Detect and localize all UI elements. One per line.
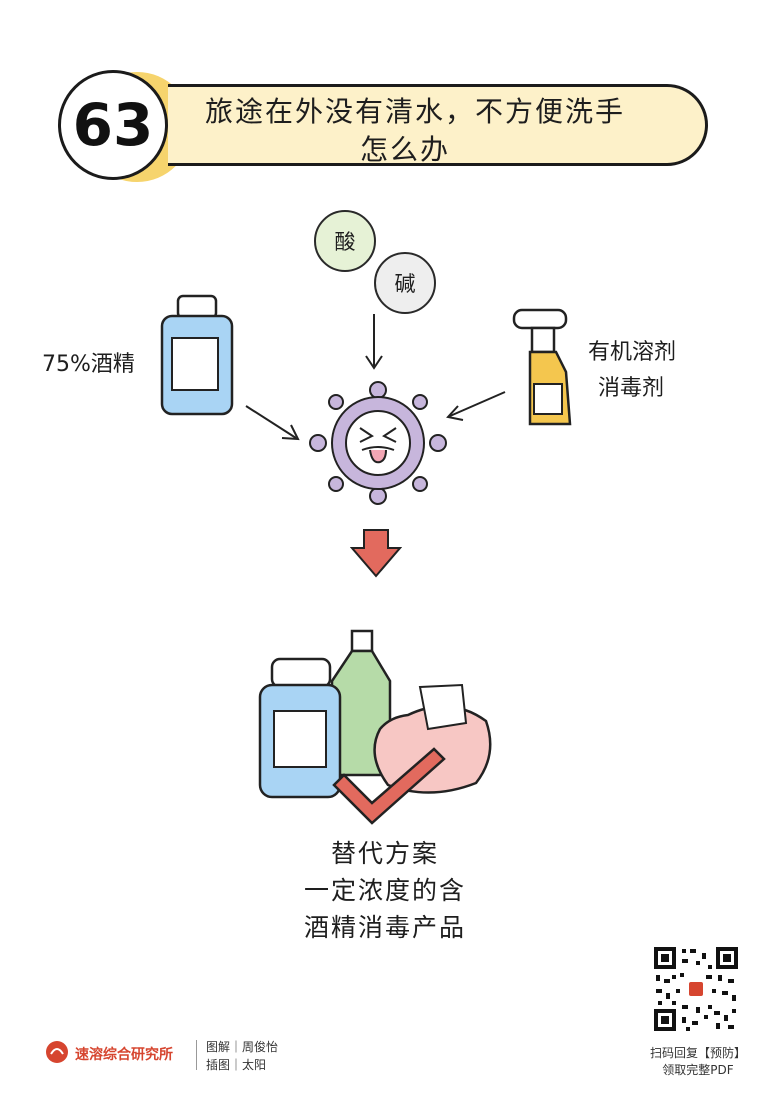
solvent-label-line1: 有机溶剂 (588, 340, 677, 365)
footer-divider (196, 1040, 197, 1070)
number-circle (58, 70, 168, 180)
caption-line1: 替代方案 (330, 839, 439, 868)
arrow-right-head-icon (446, 405, 464, 421)
result-arrow-icon (350, 529, 402, 578)
brand-logo-icon (46, 1041, 68, 1063)
qr-code-icon[interactable] (652, 945, 740, 1033)
arrow-right-icon (449, 391, 506, 417)
spray-bottle-icon (512, 308, 572, 426)
virus-icon (309, 381, 447, 505)
brand-name: 速溶综合研究所 (75, 1047, 173, 1063)
alcohol-label: 75%酒精 (42, 352, 135, 377)
base-label: 碱 (394, 272, 416, 296)
caption-line2: 一定浓度的含 (303, 876, 466, 905)
page-title-line1: 旅途在外没有清水，不方便洗手 (205, 95, 626, 128)
qr-instruction-line1: 扫码回复【预防】 (649, 1046, 746, 1060)
arrows-layer (245, 314, 506, 441)
solvent-label-line2: 消毒剂 (598, 376, 665, 401)
arrow-top-head-icon (365, 355, 383, 370)
acid-bubble: 酸 (314, 210, 376, 272)
credit-illustration: 图解｜周俊怡 (206, 1040, 279, 1054)
base-bubble: 碱 (374, 252, 436, 314)
credit-drawing: 插图｜太阳 (206, 1058, 267, 1072)
solution-caption: 替代方案 一定浓度的含 酒精消毒产品 (250, 835, 520, 946)
page-title-line2: 怎么办 (360, 133, 451, 166)
title-banner (168, 84, 708, 166)
caption-line3: 酒精消毒产品 (303, 913, 466, 942)
acid-label: 酸 (334, 230, 356, 254)
question-number: 63 (72, 91, 154, 159)
qr-instruction-line2: 领取完整PDF (662, 1063, 734, 1077)
arrow-left-icon (245, 405, 297, 439)
disinfectant-products-icon (258, 629, 492, 825)
arrow-left-head-icon (281, 424, 300, 441)
alcohol-bottle-icon (160, 294, 234, 416)
